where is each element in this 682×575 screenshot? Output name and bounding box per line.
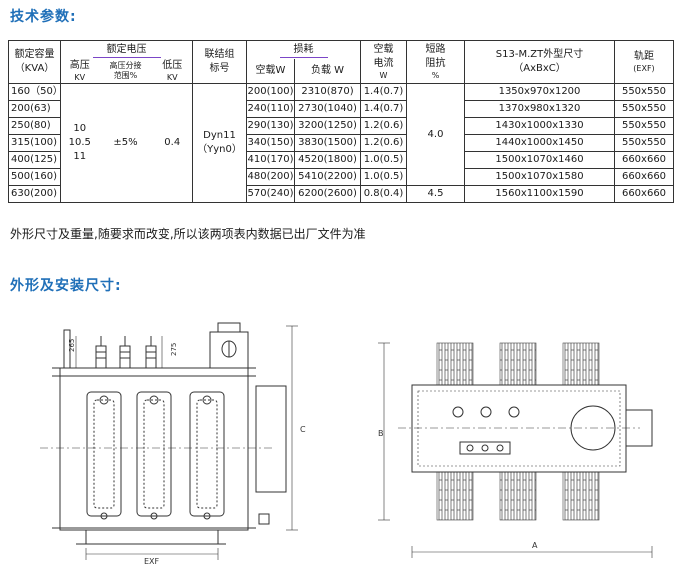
cell-vector: Dyn11（Yyn0） [192,83,247,203]
th-dimensions: S13-M.ZT外型尺寸（AxBxC） [464,40,615,84]
note-text: 外形尺寸及重量,随要求而改变,所以该两项表内数据已出厂文件为准 [10,227,366,241]
section-title-params: 技术参数: [10,9,77,25]
hv-bushings [63,329,157,369]
oil-valve [258,513,270,525]
th-capacity: 额定容量（KVA） [8,40,61,84]
dim-a-label: A [532,541,538,550]
front-view [40,322,298,560]
dim-c-label: C [300,425,306,434]
cell-tap: ±5% [98,83,153,203]
table-row: 315(100) 340(150) 3830(1500) 1.2(0.6) 14… [8,134,674,152]
th-tap: 高压分接范围% [98,59,153,84]
table-row: 200(63) 240(110) 2730(1040) 1.4(0.7) 137… [8,100,674,118]
dim-exf-label: EXF [144,557,160,566]
cell-capacity: 630(200) [8,185,61,203]
table-row: 630(200) 570(240) 6200(2600) 0.8(0.4) 4.… [8,185,674,203]
conservator [209,322,249,369]
cell-impedance-b: 4.5 [406,185,465,203]
section-title-outline: 外形及安装尺寸: [10,278,122,294]
th-vector: 联结组标号 [192,40,247,84]
dim-265-label: 265 [68,339,76,352]
dim-b-label: B [378,429,384,438]
radiator-panels [86,391,225,520]
cell-current: 0.8(0.4) [360,185,407,203]
tank-top-outline [411,384,627,473]
cell-load: 6200(2600) [294,185,361,203]
cell-impedance-a: 4.0 [406,83,465,186]
dim-275-label: 275 [170,343,178,356]
th-gauge: 轨距(EXF) [614,40,674,84]
th-load-loss: 负载 W [294,59,361,84]
top-view [378,342,653,558]
cell-gauge: 660x660 [614,185,674,203]
side-box [255,385,287,493]
